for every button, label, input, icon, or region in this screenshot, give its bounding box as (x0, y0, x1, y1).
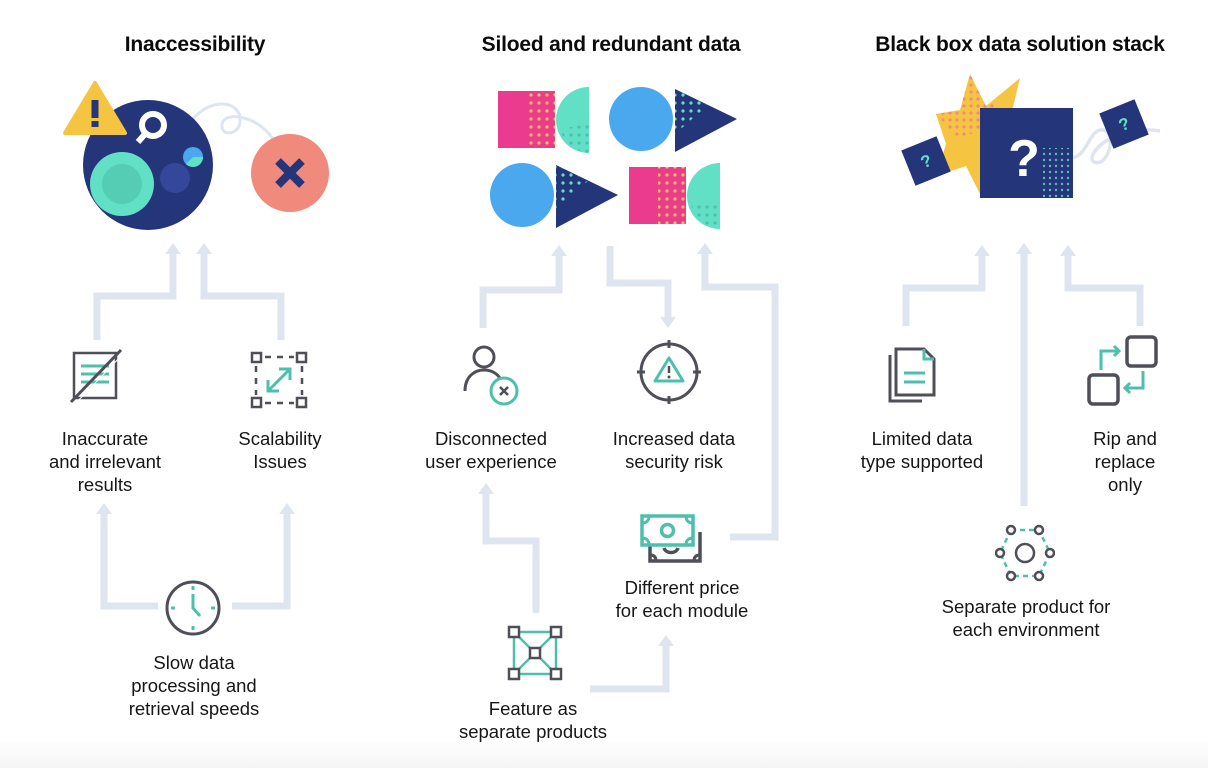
arrowhead (974, 245, 990, 256)
money-bills-icon (640, 514, 702, 563)
svg-text:?: ? (1008, 130, 1040, 188)
clock-icon (165, 580, 221, 636)
item-label-disconnected-ux: Disconnected user experience (425, 428, 557, 472)
arrowhead (1016, 243, 1032, 254)
item-label-limited-data-type: Limited data type supported (860, 428, 984, 472)
item-label-different-price: Different price for each module (615, 577, 749, 621)
item-label-rip-and-replace: Rip and replace only (1093, 428, 1157, 495)
arrowhead (96, 503, 112, 514)
nodes-network-icon (507, 625, 563, 681)
blue-circle (490, 163, 554, 227)
hexagon-nodes-icon (995, 524, 1055, 582)
small-question-box-right: ? (1099, 99, 1149, 149)
arrowhead (1060, 245, 1076, 256)
strikethrough-document-icon (69, 348, 125, 404)
arrow-feature-to-disconnected (482, 492, 540, 613)
item-label-feature-separate: Feature as separate products (458, 698, 608, 742)
arrowhead (165, 243, 181, 254)
inaccessibility-illustration (63, 81, 329, 230)
arrow-inaccurate-to-inaccessibility (93, 252, 177, 340)
black-box-illustration: ? ? ? (901, 74, 1161, 198)
arrowhead (697, 243, 713, 254)
column-title-black-box: Black box data solution stack (875, 33, 1165, 56)
arrowhead (551, 245, 567, 256)
big-question-box: ? (980, 108, 1073, 198)
arrowhead (196, 243, 212, 254)
item-label-security-risk: Increased data security risk (612, 428, 736, 472)
item-label-scalability-issues: Scalability Issues (238, 428, 322, 472)
arrowhead (660, 317, 676, 328)
arrowhead (658, 635, 674, 646)
item-label-separate-environment: Separate product for each environment (941, 596, 1111, 640)
arrow-limited-to-blackbox (902, 254, 986, 326)
squiggle-line (190, 102, 277, 143)
arrow-clock-to-scalability (232, 512, 291, 610)
arrowhead (279, 503, 295, 514)
column-title-inaccessibility: Inaccessibility (124, 33, 266, 56)
arrow-clock-to-inaccurate (100, 512, 158, 610)
arrow-scalability-to-inaccessibility (200, 252, 285, 340)
arrow-price-to-siloed (701, 252, 779, 541)
siloed-shapes-illustration (490, 87, 737, 229)
item-label-inaccurate-results: Inaccurate and irrelevant results (48, 428, 162, 495)
arrow-disconnected-to-siloed (479, 254, 563, 328)
resize-frame-icon (250, 351, 308, 409)
arrowhead (478, 483, 494, 494)
documents-icon (888, 347, 936, 403)
blue-planet (160, 163, 190, 193)
user-x-icon (463, 345, 519, 406)
column-title-siloed-data: Siloed and redundant data (481, 33, 741, 56)
item-label-slow-processing: Slow data processing and retrieval speed… (128, 652, 260, 719)
blue-circle (609, 87, 673, 151)
swap-boxes-icon (1087, 335, 1158, 406)
arrow-feature-to-price (590, 644, 670, 693)
small-question-box-left: ? (901, 136, 951, 186)
arrow-rip-to-blackbox (1064, 254, 1144, 326)
warning-triangle-icon (63, 81, 127, 135)
target-warning-icon (637, 340, 701, 404)
arrow-siloed-to-security (606, 246, 672, 318)
x-circle-icon (251, 134, 329, 212)
magnifier-icon (135, 111, 167, 144)
